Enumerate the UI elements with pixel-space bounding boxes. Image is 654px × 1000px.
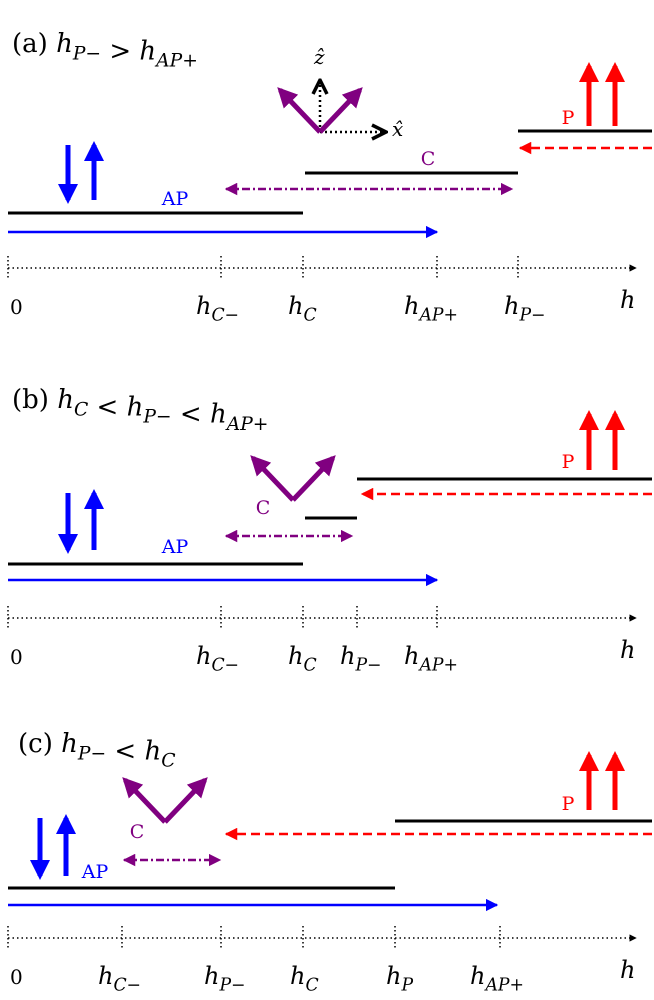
math-symbol: h <box>288 292 303 320</box>
canted-spin-left-arrow <box>250 455 295 502</box>
axis-tick-label: hP− <box>504 292 546 326</box>
math-symbol: h <box>144 736 161 766</box>
math-symbol: h <box>139 36 156 66</box>
axis-variable-label: h <box>620 286 635 314</box>
panel-letter: (b) <box>12 385 57 415</box>
panel-title: (a) hP− > hAP+ <box>12 29 198 72</box>
math-subscript: P− <box>518 306 545 326</box>
math-relation: < <box>106 736 144 766</box>
math-subscript: C <box>303 306 316 326</box>
axis-variable-label: h <box>620 636 635 664</box>
math-subscript: P− <box>218 976 245 996</box>
math-subscript: AP+ <box>417 306 458 326</box>
math-subscript: C− <box>211 656 239 676</box>
math-subscript: P− <box>354 656 381 676</box>
ap-label: AP <box>161 536 189 558</box>
panel-title: (c) hP− < hC <box>18 729 176 772</box>
math-symbol: h <box>386 962 401 990</box>
math-subscript: C− <box>211 306 239 326</box>
ap-label: AP <box>161 188 189 210</box>
axis-tick-label: hC− <box>196 642 239 676</box>
math-subscript: C <box>305 976 318 996</box>
axis-tick-label: hC− <box>98 962 141 996</box>
axis-tick-label: hP− <box>204 962 246 996</box>
p-label: P <box>562 793 575 815</box>
c-label: C <box>256 497 271 519</box>
axis-tick-label: hAP+ <box>404 642 458 676</box>
math-symbol: h <box>196 642 211 670</box>
math-subscript: P <box>400 976 413 996</box>
math-subscript: P− <box>72 43 101 64</box>
c-label: C <box>130 821 145 843</box>
axis-tick-label: hAP+ <box>470 962 524 996</box>
math-symbol: h <box>57 385 74 415</box>
math-symbol: h <box>127 392 144 422</box>
math-subscript: P− <box>77 743 106 764</box>
canted-spin-right-arrow <box>291 455 336 502</box>
math-subscript: AP+ <box>154 51 198 72</box>
canted-spin-right-arrow <box>318 87 363 134</box>
math-symbol: h <box>204 962 219 990</box>
math-symbol: h <box>61 729 78 759</box>
math-subscript: C <box>303 656 316 676</box>
canted-spin-left-arrow <box>122 777 167 824</box>
math-relation: < <box>172 400 210 430</box>
math-symbol: h <box>196 292 211 320</box>
math-subscript: AP+ <box>417 656 458 676</box>
axis-origin-label: 0 <box>10 645 23 669</box>
p-label: P <box>562 451 575 473</box>
math-subscript: C <box>161 751 175 772</box>
math-symbol: h <box>470 962 485 990</box>
math-symbol: h <box>504 292 519 320</box>
ap-label: AP <box>81 861 109 883</box>
math-symbol: h <box>288 642 303 670</box>
axis-variable-label: h <box>620 956 635 984</box>
math-symbol: h <box>56 29 73 59</box>
axis-origin-label: 0 <box>10 965 23 989</box>
axis-tick-label: hC <box>290 962 319 996</box>
math-symbol: h <box>98 962 113 990</box>
canted-spin-right-arrow <box>163 777 208 824</box>
math-symbol: h <box>340 642 355 670</box>
panel-letter: (c) <box>18 729 61 759</box>
p-label: P <box>562 107 575 129</box>
axis-tick-label: hC− <box>196 292 239 326</box>
axis-tick-label: hC <box>288 642 317 676</box>
math-symbol: h <box>210 400 227 430</box>
math-subscript: AP+ <box>225 414 269 435</box>
x-axis-label: x̂ <box>392 117 403 141</box>
math-relation: < <box>88 392 126 422</box>
math-subscript: C <box>74 399 88 420</box>
math-relation: > <box>101 36 139 66</box>
axis-tick-label: hAP+ <box>404 292 458 326</box>
math-symbol: h <box>290 962 305 990</box>
math-subscript: P− <box>142 407 171 428</box>
math-subscript: AP+ <box>483 976 524 996</box>
z-axis-label: ẑ <box>313 45 325 69</box>
math-symbol: h <box>404 292 419 320</box>
math-subscript: C− <box>113 976 141 996</box>
c-label: C <box>421 148 436 170</box>
math-symbol: h <box>404 642 419 670</box>
panel-title: (b) hC < hP− < hAP+ <box>12 385 268 435</box>
axis-origin-label: 0 <box>10 295 23 319</box>
axis-tick-label: hP− <box>340 642 382 676</box>
axis-tick-label: hC <box>288 292 317 326</box>
canted-spin-left-arrow <box>277 87 322 134</box>
axis-tick-label: hP <box>386 962 413 996</box>
panel-letter: (a) <box>12 29 56 59</box>
